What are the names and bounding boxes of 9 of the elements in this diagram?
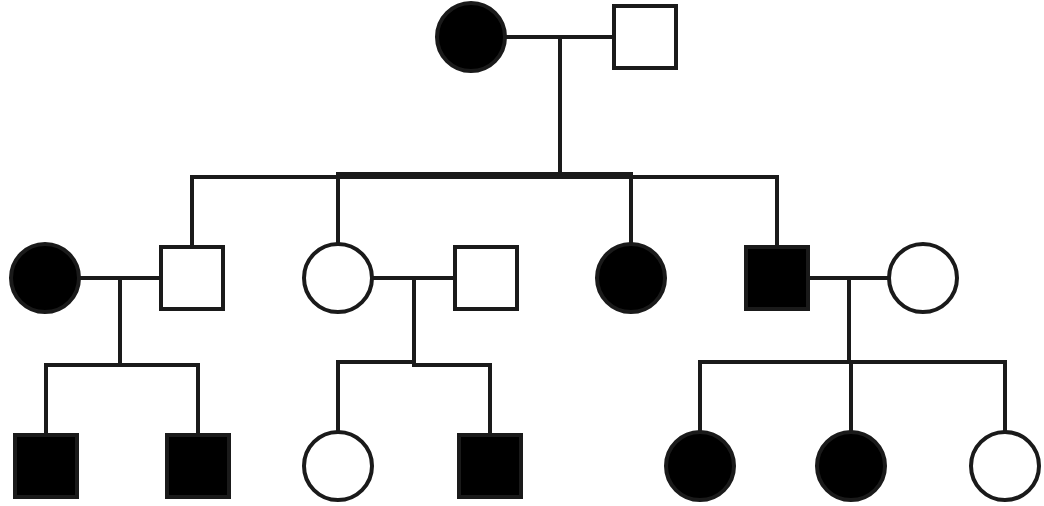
descent-line xyxy=(372,276,492,435)
affected-male-symbol xyxy=(165,433,231,499)
affected-male-symbol xyxy=(13,433,79,499)
unaffected-male-symbol xyxy=(612,4,678,70)
descent-line xyxy=(79,276,200,435)
unaffected-male-symbol xyxy=(159,245,225,311)
unaffected-male-symbol xyxy=(453,245,519,311)
affected-male-symbol xyxy=(744,245,810,311)
affected-male-symbol xyxy=(457,433,523,499)
